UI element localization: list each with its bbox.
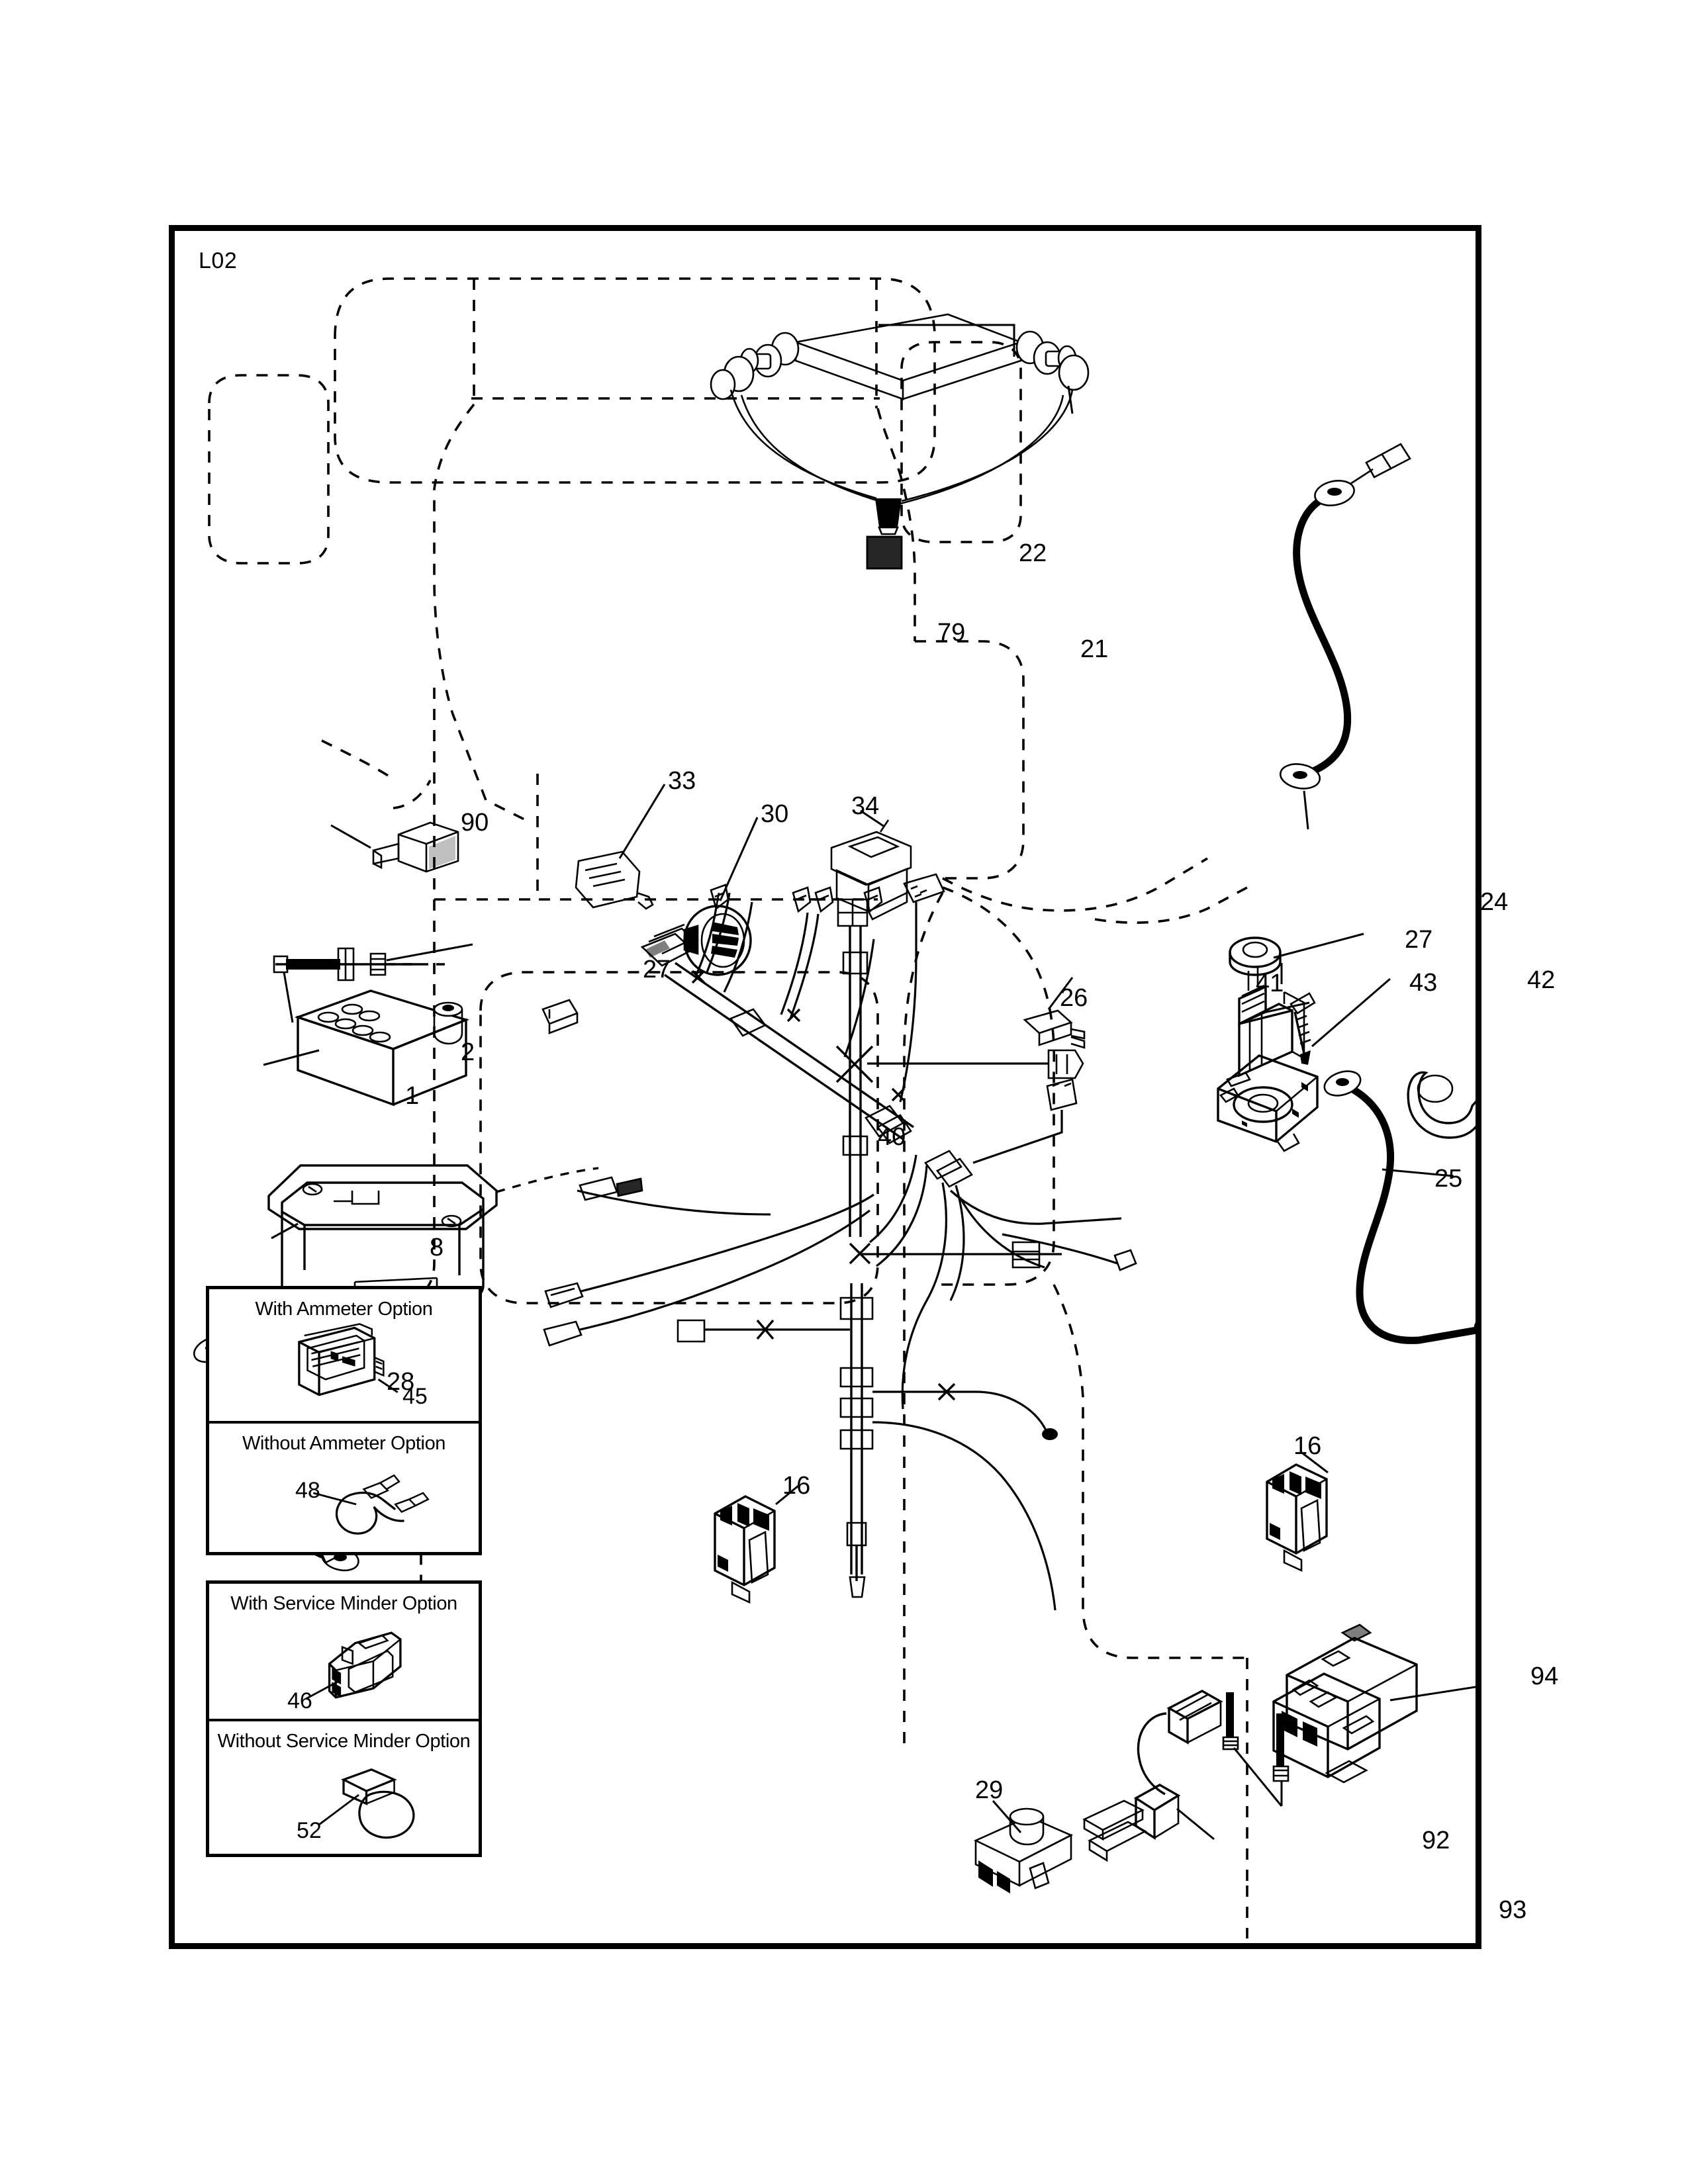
inline-connector <box>972 1078 1078 1164</box>
legend-panel-with-service-minder: With Service Minder Option 46 <box>209 1584 479 1719</box>
callout-26: 26 <box>1060 984 1088 1012</box>
connector-16-right <box>1266 1450 1329 1572</box>
legend-title-with-service-minder: With Service Minder Option <box>230 1593 457 1614</box>
callout-92: 92 <box>1422 1827 1450 1854</box>
mounting-screws-93 <box>1222 1692 1289 1807</box>
callout-29: 29 <box>975 1776 1004 1804</box>
center-vertical-harness <box>677 898 1084 1611</box>
callout-94: 94 <box>1530 1662 1559 1690</box>
callout-1: 1 <box>405 1082 420 1110</box>
ignition-switch-30 <box>683 817 759 976</box>
fuel-solenoid-assembly <box>1217 933 1391 1152</box>
legend-title-without-service-minder: Without Service Minder Option <box>217 1731 471 1752</box>
legend-panel-with-ammeter: With Ammeter Option 45 <box>209 1289 479 1421</box>
callout-79: 79 <box>937 619 966 647</box>
battery-cable-positive <box>1279 443 1411 830</box>
rocker-switch-34 <box>830 809 912 921</box>
ignition-key-33 <box>575 784 666 910</box>
legend-panel-without-service-minder: Without Service Minder Option 52 <box>209 1719 479 1854</box>
legend-service-minder-option: With Service Minder Option 46 Without Se… <box>206 1580 482 1857</box>
callout-42: 42 <box>1527 966 1556 994</box>
legend-callout-48: 48 <box>295 1477 320 1503</box>
callout-21: 21 <box>1080 635 1109 663</box>
sheet-code-label: L02 <box>199 248 238 273</box>
callout-16-right: 16 <box>1293 1432 1322 1460</box>
connector-16-left <box>714 1484 799 1604</box>
callout-27-battery: 27 <box>643 956 671 983</box>
legend-callout-46: 46 <box>287 1688 312 1713</box>
legend-title-with-ammeter: With Ammeter Option <box>255 1298 433 1320</box>
terminal-boot-42 <box>1407 1071 1476 1139</box>
callout-16-left: 16 <box>782 1472 811 1500</box>
diagram-frame: L02 <box>169 225 1558 1949</box>
switch-jumper-lead-92 <box>1133 1690 1223 1841</box>
callout-33: 33 <box>668 767 696 795</box>
battery-assembly <box>263 943 473 1107</box>
callout-43: 43 <box>1409 969 1438 997</box>
callout-28: 28 <box>387 1368 415 1396</box>
callout-30: 30 <box>761 800 789 828</box>
callout-25: 25 <box>1434 1165 1463 1193</box>
legend-panel-without-ammeter: Without Ammeter Option 48 <box>209 1420 479 1553</box>
misc-connectors <box>541 999 579 1034</box>
callout-90: 90 <box>461 809 489 837</box>
plunger-switch-29 <box>973 1800 1074 1893</box>
callout-93: 93 <box>1499 1896 1527 1924</box>
wiring-harness-40 <box>543 873 1137 1410</box>
ground-cable-25 <box>1323 1070 1476 1344</box>
callout-2: 2 <box>461 1038 475 1066</box>
callout-22: 22 <box>1019 539 1047 567</box>
callout-41: 41 <box>1256 970 1284 997</box>
headlight-assembly <box>710 313 1090 570</box>
callout-34: 34 <box>851 792 880 820</box>
callout-8: 8 <box>430 1234 444 1261</box>
fuse-26 <box>1023 977 1086 1049</box>
connector-terminal-90 <box>330 821 459 873</box>
legend-callout-45: 45 <box>402 1384 428 1409</box>
seat-switch-assembly-94 <box>1272 1623 1476 1784</box>
legend-ammeter-option: With Ammeter Option 45 Without <box>206 1286 482 1555</box>
bracket-detail <box>1082 1799 1147 1862</box>
callout-27-solenoid: 27 <box>1405 926 1433 954</box>
callout-40: 40 <box>878 1123 906 1151</box>
callout-24: 24 <box>1480 888 1509 916</box>
legend-callout-52: 52 <box>297 1818 322 1843</box>
legend-title-without-ammeter: Without Ammeter Option <box>242 1432 446 1454</box>
